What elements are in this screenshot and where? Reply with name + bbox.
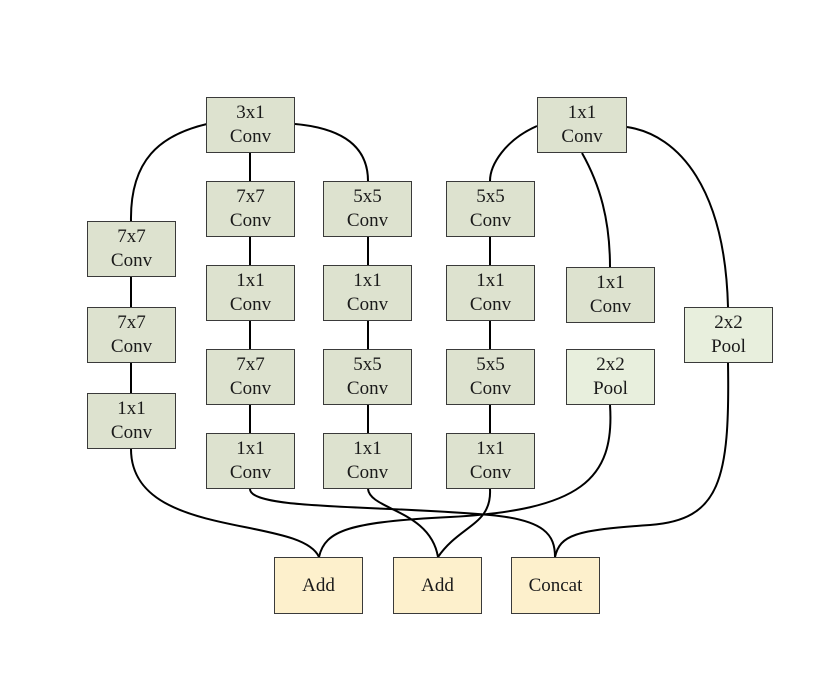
concat-label: Concat bbox=[528, 574, 583, 596]
node-type: Pool bbox=[593, 378, 628, 399]
node-type: Conv bbox=[346, 294, 389, 315]
b1-mid-1x1-conv-1: 1x1 Conv bbox=[206, 265, 295, 321]
node-kernel: 7x7 bbox=[236, 354, 265, 375]
node-kernel: 1x1 bbox=[567, 102, 597, 123]
b2-left-5x5-conv-2: 5x5 Conv bbox=[446, 349, 535, 405]
node-type: Conv bbox=[469, 462, 512, 483]
node-type: Conv bbox=[469, 378, 512, 399]
node-kernel: 1x1 bbox=[236, 438, 265, 459]
edge-right-to-add2 bbox=[367, 488, 439, 558]
node-type: Conv bbox=[589, 296, 632, 317]
edge-b2-top-to-left-5x5 bbox=[489, 125, 538, 182]
b2-left-1x1-conv-2: 1x1 Conv bbox=[446, 433, 535, 489]
node-kernel: 3x1 bbox=[236, 102, 265, 123]
edge-b2-left-to-add2 bbox=[437, 488, 492, 558]
edge-left-to-add1 bbox=[130, 448, 320, 558]
b2-left-1x1-conv-1: 1x1 Conv bbox=[446, 265, 535, 321]
edge-mid-to-concat bbox=[249, 488, 556, 558]
node-type: Conv bbox=[229, 210, 272, 231]
add-label: Add bbox=[302, 574, 335, 596]
b1-right-1x1-conv-2: 1x1 Conv bbox=[323, 433, 412, 489]
b1-mid-1x1-conv-2: 1x1 Conv bbox=[206, 433, 295, 489]
edge-right-pool-to-concat bbox=[554, 362, 730, 558]
node-type: Conv bbox=[229, 378, 272, 399]
node-type: Conv bbox=[110, 422, 153, 443]
add-node-1: Add bbox=[274, 557, 363, 614]
node-kernel: 1x1 bbox=[353, 270, 382, 291]
node-type: Conv bbox=[229, 462, 272, 483]
node-type: Pool bbox=[711, 336, 746, 357]
node-kernel: 5x5 bbox=[353, 186, 382, 207]
node-type: Conv bbox=[110, 336, 153, 357]
b1-top-3x1-conv: 3x1 Conv bbox=[206, 97, 295, 153]
node-kernel: 7x7 bbox=[117, 226, 146, 247]
node-kernel: 5x5 bbox=[476, 354, 505, 375]
b1-mid-7x7-conv-2: 7x7 Conv bbox=[206, 349, 295, 405]
node-kernel: 1x1 bbox=[476, 438, 505, 459]
node-type: Conv bbox=[346, 210, 389, 231]
node-kernel: 2x2 bbox=[714, 312, 743, 333]
node-type: Conv bbox=[229, 126, 272, 147]
node-kernel: 2x2 bbox=[596, 354, 625, 375]
b1-left-7x7-conv-1: 7x7 Conv bbox=[87, 221, 176, 277]
node-type: Conv bbox=[229, 294, 272, 315]
b2-left-5x5-conv-1: 5x5 Conv bbox=[446, 181, 535, 237]
edge-b2-top-to-pool bbox=[626, 126, 729, 308]
b1-right-1x1-conv-1: 1x1 Conv bbox=[323, 265, 412, 321]
b2-mid-2x2-pool: 2x2 Pool bbox=[566, 349, 655, 405]
node-type: Conv bbox=[469, 210, 512, 231]
add-node-2: Add bbox=[393, 557, 482, 614]
node-type: Conv bbox=[346, 378, 389, 399]
node-kernel: 1x1 bbox=[476, 270, 505, 291]
node-kernel: 7x7 bbox=[117, 312, 146, 333]
edge-3x1-to-left-7x7 bbox=[129, 123, 208, 222]
node-kernel: 1x1 bbox=[353, 438, 382, 459]
edge-b2-top-to-1x1 bbox=[581, 152, 611, 268]
b1-left-7x7-conv-2: 7x7 Conv bbox=[87, 307, 176, 363]
node-kernel: 1x1 bbox=[117, 398, 146, 419]
node-kernel: 5x5 bbox=[353, 354, 382, 375]
b1-left-1x1-conv: 1x1 Conv bbox=[87, 393, 176, 449]
node-kernel: 1x1 bbox=[596, 272, 625, 293]
node-type: Conv bbox=[561, 126, 603, 147]
concat-node: Concat bbox=[511, 557, 600, 614]
add-label: Add bbox=[421, 574, 454, 596]
edge-pool-to-add1 bbox=[318, 404, 612, 558]
b1-mid-7x7-conv-1: 7x7 Conv bbox=[206, 181, 295, 237]
node-type: Conv bbox=[469, 294, 512, 315]
b2-top-1x1-conv: 1x1 Conv bbox=[537, 97, 627, 153]
node-kernel: 7x7 bbox=[236, 186, 265, 207]
node-type: Conv bbox=[346, 462, 389, 483]
node-kernel: 1x1 bbox=[236, 270, 265, 291]
b1-right-5x5-conv-1: 5x5 Conv bbox=[323, 181, 412, 237]
b2-right-2x2-pool: 2x2 Pool bbox=[684, 307, 773, 363]
b2-mid-1x1-conv: 1x1 Conv bbox=[566, 267, 655, 323]
node-kernel: 5x5 bbox=[476, 186, 505, 207]
edge-3x1-to-right-5x5 bbox=[294, 123, 369, 182]
b1-right-5x5-conv-2: 5x5 Conv bbox=[323, 349, 412, 405]
node-type: Conv bbox=[110, 250, 153, 271]
